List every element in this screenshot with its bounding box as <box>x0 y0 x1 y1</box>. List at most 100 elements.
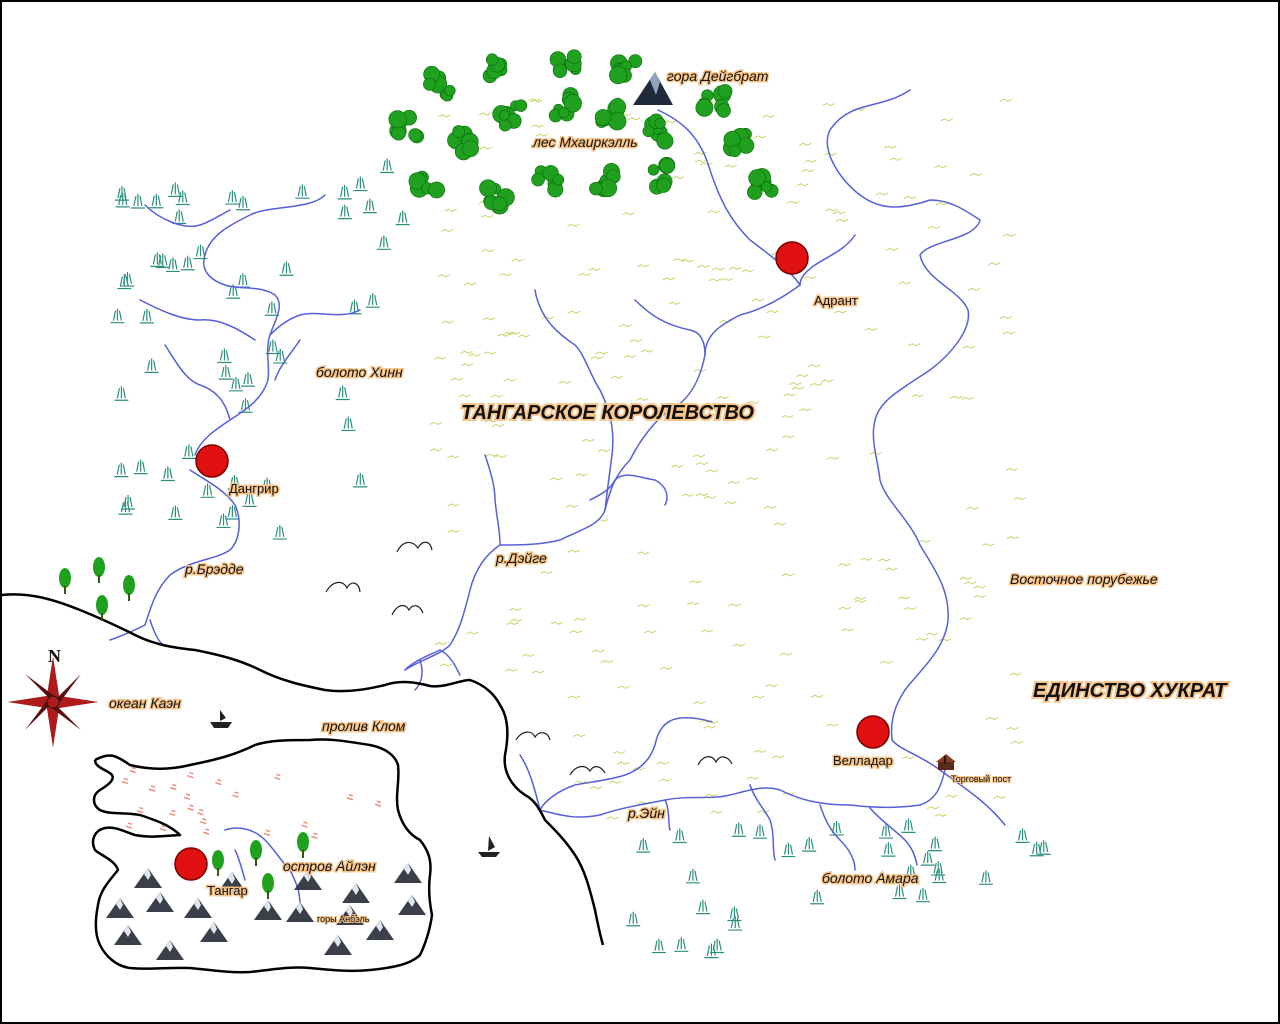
marsh-tuft <box>920 851 935 866</box>
marsh-tuft <box>337 184 352 200</box>
marsh-tuft <box>728 916 743 931</box>
forest-tree-icon <box>531 165 565 198</box>
marsh-tuft <box>931 861 946 876</box>
marsh-tuft <box>149 193 164 209</box>
city-marker-dangrir[interactable] <box>195 444 229 478</box>
grass-mark <box>490 394 504 398</box>
forest-tree-icon <box>423 65 456 102</box>
grass-mark <box>659 666 673 670</box>
marsh-tuft <box>802 837 817 852</box>
grass-mark <box>927 225 941 229</box>
grass-mark <box>663 120 677 124</box>
grass-mark <box>727 480 741 485</box>
grass-mark <box>838 606 852 610</box>
forest-tree-icon <box>589 162 621 198</box>
grass-mark <box>940 118 953 122</box>
sand-mark <box>121 777 129 785</box>
grass-mark <box>531 670 545 674</box>
grass-mark <box>700 413 713 417</box>
marsh-tuft <box>238 398 253 413</box>
grass-mark <box>822 102 835 107</box>
marsh-tuft <box>710 938 725 954</box>
grass-mark <box>999 316 1012 320</box>
marsh-tuft <box>225 190 240 205</box>
forest-symbols <box>388 49 779 215</box>
sand-mark <box>200 817 207 825</box>
grass-mark <box>447 503 460 507</box>
forest-tree-icon <box>492 99 528 132</box>
marsh-tuft <box>781 842 796 858</box>
grass-mark <box>907 343 921 347</box>
grass-mark <box>728 603 741 607</box>
grass-mark <box>796 183 809 187</box>
marsh-tuft <box>235 273 250 288</box>
grass-mark <box>707 210 720 214</box>
grass-mark <box>610 375 624 379</box>
grass-mark <box>504 378 517 382</box>
grass-mark <box>808 364 821 368</box>
grass-mark <box>783 393 796 397</box>
grass-mark <box>719 319 732 323</box>
grass-mark <box>728 266 742 270</box>
marsh-tuft <box>228 376 243 392</box>
marsh-tuft <box>216 513 231 529</box>
coastlines <box>1 593 605 974</box>
city-marker-tangar[interactable] <box>174 847 208 881</box>
marsh-tuft <box>181 444 196 460</box>
grass-mark <box>591 649 605 653</box>
grass-mark <box>692 454 706 458</box>
grass-mark <box>640 349 654 353</box>
grass-mark <box>853 596 866 600</box>
grass-mark <box>758 335 771 339</box>
marsh-tuft <box>272 525 287 540</box>
marsh-tuft <box>626 911 641 927</box>
marsh-tuft <box>168 182 183 197</box>
grass-mark <box>925 632 938 636</box>
grass-mark <box>463 282 477 286</box>
grass-mark <box>803 276 816 280</box>
grass-mark <box>973 585 987 589</box>
grass-mark <box>889 157 902 161</box>
grass-mark <box>511 258 524 262</box>
marsh-tuft <box>279 261 294 276</box>
grass-mark <box>746 477 759 481</box>
grass-mark <box>904 195 917 199</box>
grass-mark <box>636 604 650 608</box>
grass-mark <box>671 175 685 180</box>
grass-mark <box>962 345 976 349</box>
sand-mark <box>136 806 144 814</box>
grass-mark <box>708 278 722 282</box>
grass-mark <box>502 417 515 421</box>
grass-mark <box>751 298 765 302</box>
marsh-tuft <box>347 299 362 315</box>
mountain-peak-icon <box>366 920 394 940</box>
city-marker-adrant[interactable] <box>775 241 809 275</box>
grass-mark <box>985 716 999 721</box>
label-mountain-deigbrat: гора Дейгбрат <box>667 68 769 84</box>
marsh-tuft <box>380 158 395 174</box>
grass-mark <box>938 638 952 642</box>
grass-mark <box>753 749 767 753</box>
sand-mark <box>187 804 194 811</box>
grass-mark <box>720 277 734 282</box>
marsh-tuft <box>353 176 368 192</box>
grass-mark <box>458 394 471 398</box>
mountain-peak-icon <box>146 892 174 912</box>
grass-mark <box>567 695 581 699</box>
grass-mark <box>499 273 512 277</box>
grass-mark <box>712 267 725 271</box>
marsh-tuft <box>1029 841 1044 857</box>
sand-mark <box>148 785 156 792</box>
forest-tree-icon <box>647 156 676 195</box>
sand-mark <box>311 832 318 840</box>
city-marker-velladar[interactable] <box>856 715 890 749</box>
marsh-tuft <box>150 252 165 267</box>
grass-mark <box>572 734 586 738</box>
sand-mark <box>274 773 281 781</box>
tree-icon <box>123 575 135 601</box>
sand-marks <box>121 766 382 840</box>
grass-mark <box>826 456 840 460</box>
label-east-border: Восточное порубежье <box>1010 571 1158 587</box>
grass-mark <box>832 211 846 215</box>
